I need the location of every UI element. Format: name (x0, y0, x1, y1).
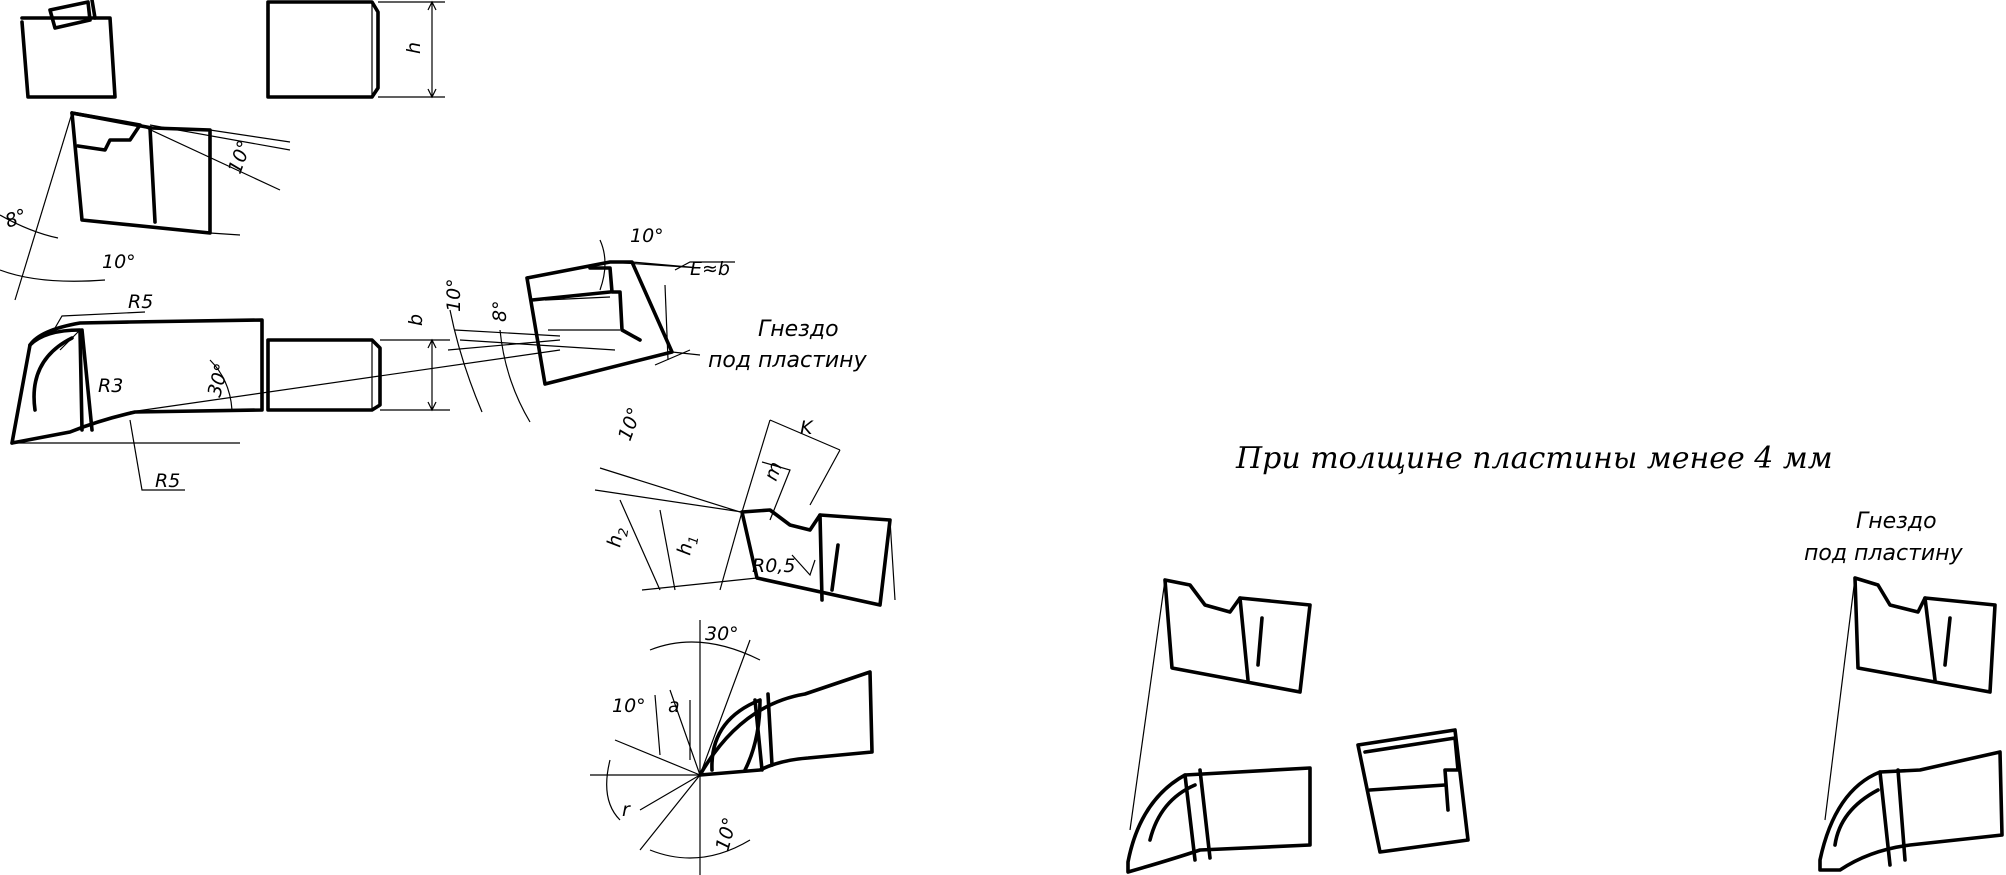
angle-10-socket-left: 10° (443, 278, 465, 312)
radius-r3: R3 (98, 375, 123, 397)
thin-insert-note: При толщине пластины менее 4 мм (1235, 441, 1833, 476)
socket-note-line1: Гнездо (758, 317, 839, 342)
tool-front-view (14, 111, 291, 301)
angle-10-front: 10° (224, 138, 256, 177)
angle-30-tip: 30° (705, 623, 739, 645)
thin-variant-a (1126, 578, 1312, 874)
thin-socket-section (1356, 728, 1470, 854)
angle-10-socket-top: 10° (630, 225, 664, 247)
radius-r: r (622, 799, 631, 821)
chipbreaker-detail (594, 419, 896, 607)
socket-note-line2: под пластину (708, 348, 868, 373)
radius-r05: R0,5 (752, 555, 795, 577)
tool-top-view (20, 0, 445, 99)
radius-r5-top: R5 (128, 291, 153, 313)
dim-k: K (800, 417, 814, 439)
angle-10-chipbreaker: 10° (614, 405, 646, 444)
dim-m: m (760, 459, 787, 484)
tool-plan-view (10, 311, 561, 491)
angle-8-socket-left: 8° (489, 300, 511, 322)
dim-h2: h2 (603, 525, 632, 550)
angle-10-tip-left: 10° (612, 695, 646, 717)
dim-b: b (405, 314, 427, 326)
socket-section (447, 239, 735, 423)
radius-r5-bottom: R5 (155, 470, 180, 492)
angle-10-left: 10° (102, 251, 136, 273)
thin-socket-note-line1: Гнездо (1856, 509, 1937, 534)
label-e-approx-b: E≈b (690, 258, 730, 280)
dim-h: h (403, 42, 425, 54)
dim-a: a (668, 695, 680, 717)
dim-h1: h1 (673, 533, 702, 558)
thin-variant-b (1818, 576, 2004, 872)
tip-detail (590, 620, 874, 875)
thin-socket-note-line2: под пластину (1804, 541, 1964, 566)
